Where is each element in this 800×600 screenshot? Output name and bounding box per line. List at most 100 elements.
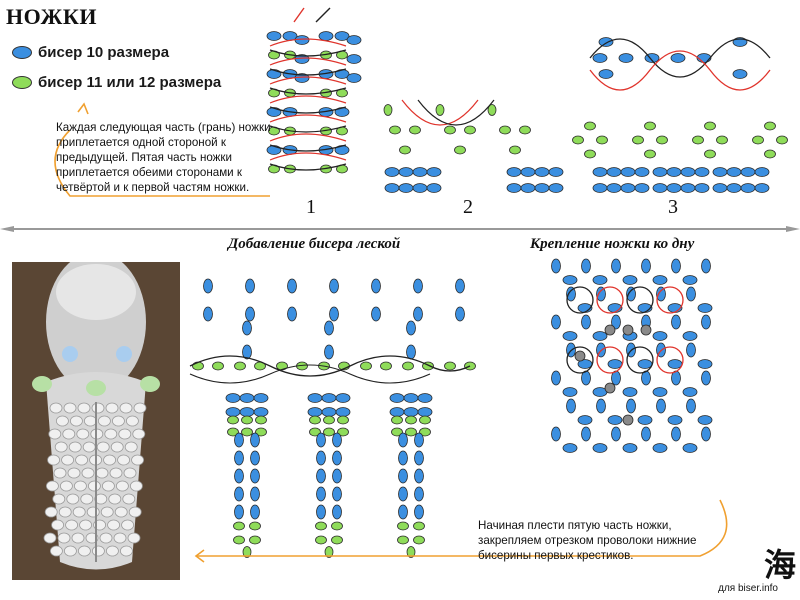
blue-bead <box>701 258 711 274</box>
blue-bead <box>598 37 614 47</box>
blue-bead <box>671 426 681 442</box>
photo-bead <box>68 441 82 453</box>
divider-arrow-icon <box>786 226 800 232</box>
blue-bead <box>234 468 244 484</box>
green-bead <box>499 125 511 135</box>
blue-bead <box>413 306 423 322</box>
blue-bead <box>566 398 576 414</box>
blue-bead <box>335 393 351 403</box>
blue-bead <box>414 486 424 502</box>
green-bead <box>192 361 204 371</box>
photo-bead <box>57 532 71 544</box>
blue-bead <box>634 183 650 193</box>
thread-line <box>269 95 347 104</box>
thread-line <box>189 355 471 377</box>
curved-arrow-icon <box>194 549 205 563</box>
blue-bead <box>641 426 651 442</box>
photo-bead <box>95 467 109 479</box>
blue-bead <box>652 443 668 453</box>
blue-bead <box>398 468 408 484</box>
photo-bead <box>119 402 133 414</box>
green-bead <box>464 125 476 135</box>
blue-bead <box>234 432 244 448</box>
blue-bead <box>682 387 698 397</box>
photo-bead <box>118 428 132 440</box>
blue-bead <box>637 359 653 369</box>
green-bead <box>402 361 414 371</box>
thread-line <box>269 106 347 114</box>
blue-bead <box>371 306 381 322</box>
photo-bead <box>60 480 73 492</box>
blue-bead <box>250 432 260 448</box>
photo-bead <box>63 402 77 414</box>
thread-line <box>269 76 347 85</box>
blue-bead <box>414 504 424 520</box>
blue-bead <box>534 167 550 177</box>
heading-attach-leg: Крепление ножки ко дну <box>530 236 695 252</box>
blue-bead <box>726 167 742 177</box>
note-bottom: Начиная плести пятую часть ножки, закреп… <box>478 519 697 563</box>
blue-bead <box>622 443 638 453</box>
green-bead <box>596 135 608 145</box>
grey-bead <box>622 414 634 426</box>
page-title: НОЖКИ <box>6 4 97 29</box>
blue-bead <box>242 344 252 360</box>
green-bead <box>419 427 431 437</box>
blue-bead <box>596 286 606 302</box>
blue-bead <box>618 53 634 63</box>
green-bead <box>405 415 417 425</box>
blue-bead <box>697 303 713 313</box>
green-bead <box>409 125 421 135</box>
photo-bead <box>76 428 90 440</box>
blue-bead <box>620 183 636 193</box>
blue-bead <box>652 167 668 177</box>
blue-bead <box>307 393 323 403</box>
blue-bead <box>652 387 668 397</box>
photo-bead <box>112 415 125 427</box>
blue-bead <box>417 407 433 417</box>
photo-bead <box>98 415 111 427</box>
blue-bead <box>666 183 682 193</box>
blue-bead <box>253 407 269 417</box>
blue-bead <box>332 450 342 466</box>
photo-bead <box>130 480 143 492</box>
photo-bead <box>113 532 127 544</box>
photo-bead <box>109 467 123 479</box>
blue-bead <box>686 286 696 302</box>
thread-line <box>269 133 347 142</box>
green-bead <box>405 427 417 437</box>
blue-bead <box>656 398 666 414</box>
blue-bead <box>637 415 653 425</box>
blue-bead <box>398 183 414 193</box>
blue-bead <box>414 450 424 466</box>
thread-arrow <box>293 7 305 23</box>
blue-bead <box>234 450 244 466</box>
green-bead <box>644 149 656 159</box>
photo-bead <box>123 467 137 479</box>
green-bead <box>399 145 411 155</box>
blue-bead <box>506 183 522 193</box>
blue-bead <box>332 468 342 484</box>
blue-bead <box>592 53 608 63</box>
blue-bead <box>548 183 564 193</box>
green-bead <box>380 361 392 371</box>
thread-line <box>269 144 347 152</box>
blue-bead <box>670 53 686 63</box>
photo-bead <box>74 480 87 492</box>
blue-bead <box>694 167 710 177</box>
blue-bead <box>234 486 244 502</box>
blue-bead <box>316 432 326 448</box>
blue-bead <box>413 278 423 294</box>
green-bead <box>233 535 245 545</box>
thread-line <box>189 364 431 384</box>
blue-bead <box>406 320 416 336</box>
blue-bead <box>384 167 400 177</box>
blue-bead <box>334 31 350 41</box>
thread-loop <box>596 346 624 374</box>
blue-bead <box>667 415 683 425</box>
green-bead <box>360 361 372 371</box>
blue-bead <box>245 306 255 322</box>
photo-bead <box>103 454 116 466</box>
photo-bead <box>43 532 57 544</box>
blue-bead <box>732 69 748 79</box>
